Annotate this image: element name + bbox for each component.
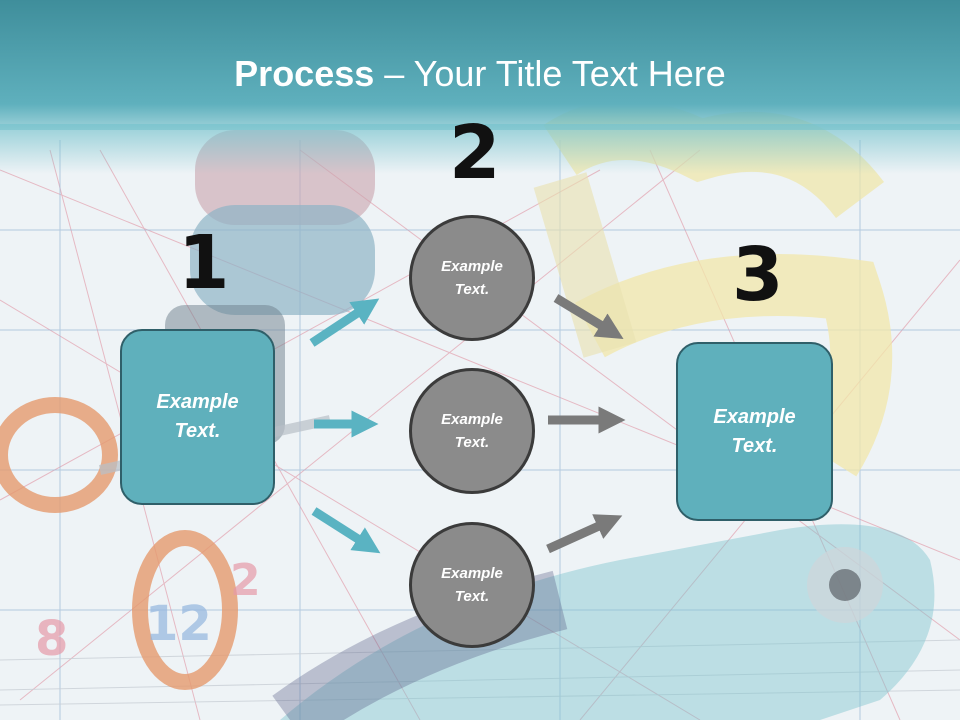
step-number-2: 2: [449, 110, 501, 196]
step-3-box[interactable]: Example Text.: [676, 342, 833, 521]
header-fade: [0, 124, 960, 174]
svg-text:8: 8: [35, 611, 68, 667]
arrow-1-to-bottom: [311, 507, 381, 554]
circle-bottom-label: Example Text.: [441, 565, 503, 605]
step-1-label: Example Text.: [156, 391, 239, 442]
step-2-circle-middle[interactable]: Example Text.: [409, 368, 535, 494]
step-2-circle-bottom[interactable]: Example Text.: [409, 522, 535, 648]
svg-text:2: 2: [230, 555, 261, 606]
title-rest: – Your Title Text Here: [374, 53, 726, 94]
arrow-bottom-to-3: [546, 514, 623, 554]
circle-middle-label: Example Text.: [441, 411, 503, 451]
arrow-top-to-3: [553, 294, 624, 340]
arrow-1-to-top: [309, 298, 380, 347]
header-bar: [0, 0, 960, 130]
circle-top-label: Example Text.: [441, 258, 503, 298]
step-3-label: Example Text.: [713, 405, 796, 457]
step-number-1: 1: [178, 220, 230, 306]
step-1-box[interactable]: Example Text.: [120, 329, 275, 505]
svg-text:12: 12: [145, 596, 212, 652]
title-bold: Process: [234, 53, 375, 94]
step-number-3: 3: [732, 232, 784, 318]
step-2-circle-top[interactable]: Example Text.: [409, 215, 535, 341]
page-title: Process – Your Title Text Here: [0, 52, 960, 96]
